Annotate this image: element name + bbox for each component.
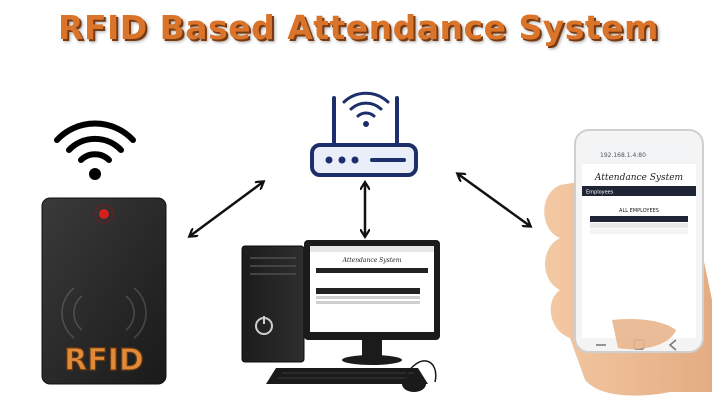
double-arrow-reader-router <box>190 182 263 236</box>
smartphone-icon: 192.168.1.4:80 Attendance System Employe… <box>544 129 712 396</box>
monitor-heading: Attendance System <box>342 257 402 264</box>
rfid-reader: RFID <box>41 197 167 385</box>
phone-url: 192.168.1.4:80 <box>600 152 646 159</box>
desktop-computer-icon: Attendance System <box>241 240 440 392</box>
wifi-icon <box>54 120 136 180</box>
router-icon <box>310 91 418 177</box>
rfid-label: RFID <box>64 343 144 378</box>
phone-nav-label: Employees <box>586 190 614 196</box>
reader-led <box>99 209 109 219</box>
page-title: RFID Based Attendance System <box>58 8 659 47</box>
phone-app-title: Attendance System <box>594 173 683 183</box>
double-arrow-router-phone <box>458 174 530 226</box>
phone-section-heading: ALL EMPLOYEES <box>619 208 659 214</box>
